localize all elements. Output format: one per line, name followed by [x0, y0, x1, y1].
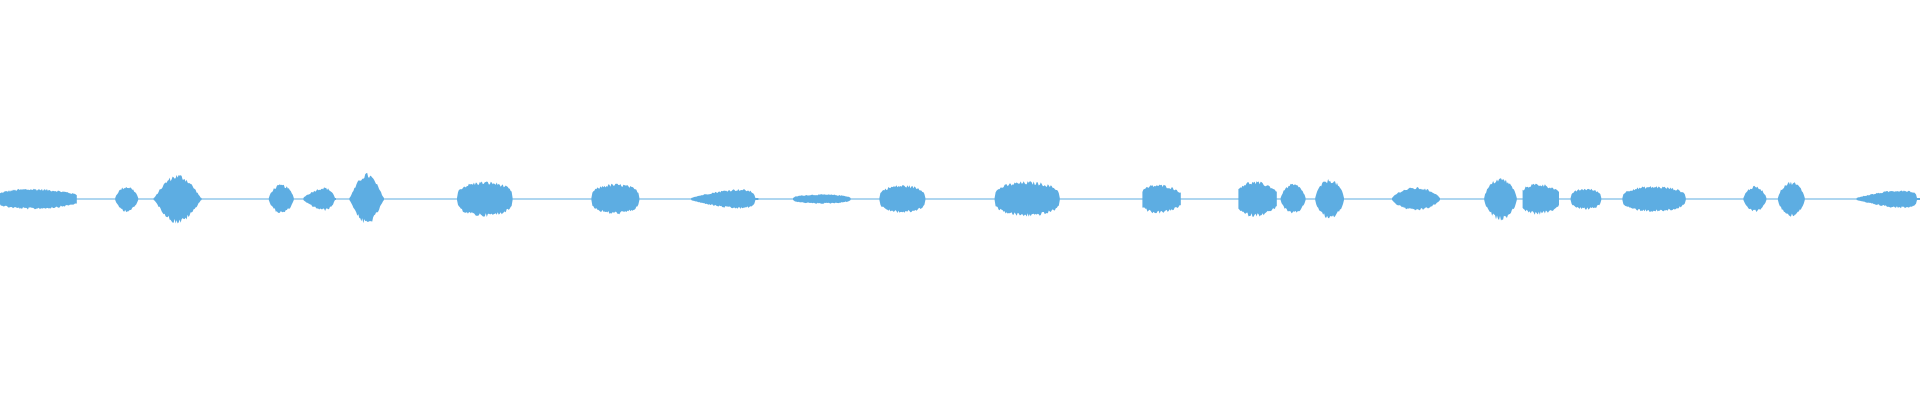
waveform-segment — [0, 188, 77, 210]
waveform-segment — [1622, 186, 1686, 212]
waveform-segment — [153, 175, 202, 224]
waveform-segment — [349, 172, 384, 224]
waveform-segment — [1570, 188, 1602, 210]
waveform-segment — [303, 187, 336, 211]
waveform-segment — [115, 187, 139, 213]
waveform-segments — [0, 172, 1920, 224]
waveform-segment — [1280, 183, 1306, 214]
waveform-segment — [879, 185, 926, 213]
waveform-segment — [1743, 185, 1767, 212]
waveform-segment — [1777, 181, 1805, 217]
waveform-segment — [591, 183, 640, 215]
waveform-segment — [457, 181, 513, 217]
waveform-segment — [691, 189, 759, 209]
waveform-segment — [1484, 178, 1517, 221]
waveform-segment — [1142, 184, 1181, 214]
waveform-segment — [994, 181, 1060, 217]
waveform-segment — [1856, 190, 1920, 209]
waveform-segment — [1315, 179, 1344, 219]
waveform-segment — [268, 184, 294, 213]
waveform-segment — [1522, 183, 1559, 215]
waveform-segment — [1238, 181, 1277, 217]
waveform-segment — [1392, 187, 1440, 211]
waveform-segment — [793, 194, 851, 204]
